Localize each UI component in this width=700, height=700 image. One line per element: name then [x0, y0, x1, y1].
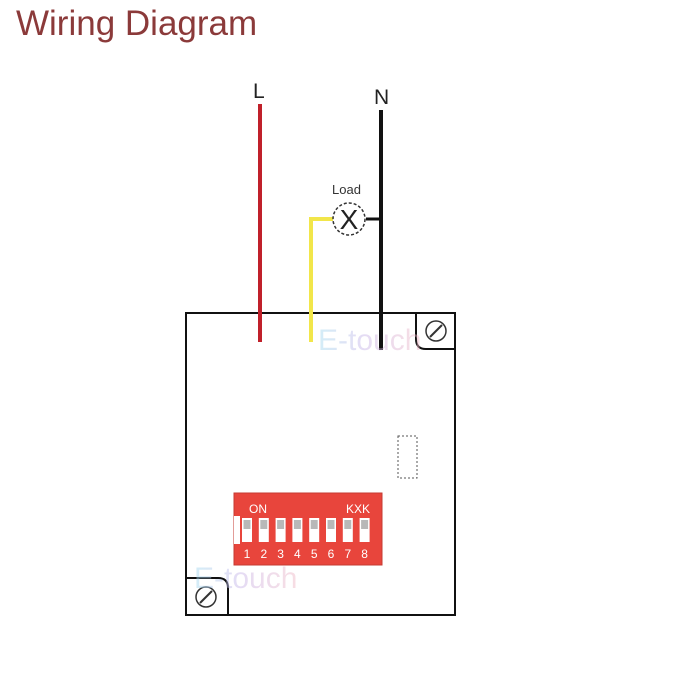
dip-toggle-3[interactable]	[275, 518, 286, 542]
dip-position-number: 5	[311, 547, 318, 561]
indicator-window	[397, 435, 418, 479]
dip-switch-body	[233, 492, 383, 566]
dip-toggle-2[interactable]	[258, 518, 269, 542]
dip-toggle-knob	[293, 520, 301, 529]
dip-toggle-knob	[243, 520, 251, 529]
dip-toggle-4[interactable]	[292, 518, 303, 542]
live-label: L	[253, 80, 265, 103]
dip-position-number: 6	[328, 547, 335, 561]
dip-brand-label: KXK	[346, 502, 370, 516]
dip-toggle-knob	[361, 520, 369, 529]
load-symbol: X	[340, 204, 359, 235]
load-label: Load	[332, 182, 361, 197]
dip-position-number: 3	[277, 547, 284, 561]
dip-position-number: 7	[344, 547, 351, 561]
dip-toggle-knob	[277, 520, 285, 529]
mounting-screw-top-right	[415, 313, 455, 350]
neutral-label: N	[374, 86, 390, 109]
load-lamp-icon: X	[332, 202, 366, 236]
dip-switch-notch	[234, 516, 240, 544]
dip-toggle-knob	[310, 520, 318, 529]
watermark-bottom: E-touch	[194, 562, 298, 595]
dip-position-number: 1	[244, 547, 251, 561]
dip-position-number: 8	[361, 547, 368, 561]
dip-toggle-knob	[327, 520, 335, 529]
dip-toggle-1[interactable]	[242, 518, 252, 542]
dip-position-number: 4	[294, 547, 301, 561]
dip-toggle-8[interactable]	[359, 518, 370, 542]
dip-position-number: 2	[260, 547, 267, 561]
page-title: Wiring Diagram	[16, 4, 258, 43]
switched-wire	[309, 217, 333, 342]
mounting-screw-bottom-left	[186, 577, 229, 615]
dip-toggle-knob	[344, 520, 352, 529]
dip-on-label: ON	[249, 502, 267, 516]
dip-toggle-6[interactable]	[326, 518, 336, 542]
dip-toggle-7[interactable]	[342, 518, 353, 542]
dip-toggle-5[interactable]	[309, 518, 320, 542]
watermark-top: E-touch	[318, 324, 422, 357]
dip-toggle-knob	[260, 520, 268, 529]
